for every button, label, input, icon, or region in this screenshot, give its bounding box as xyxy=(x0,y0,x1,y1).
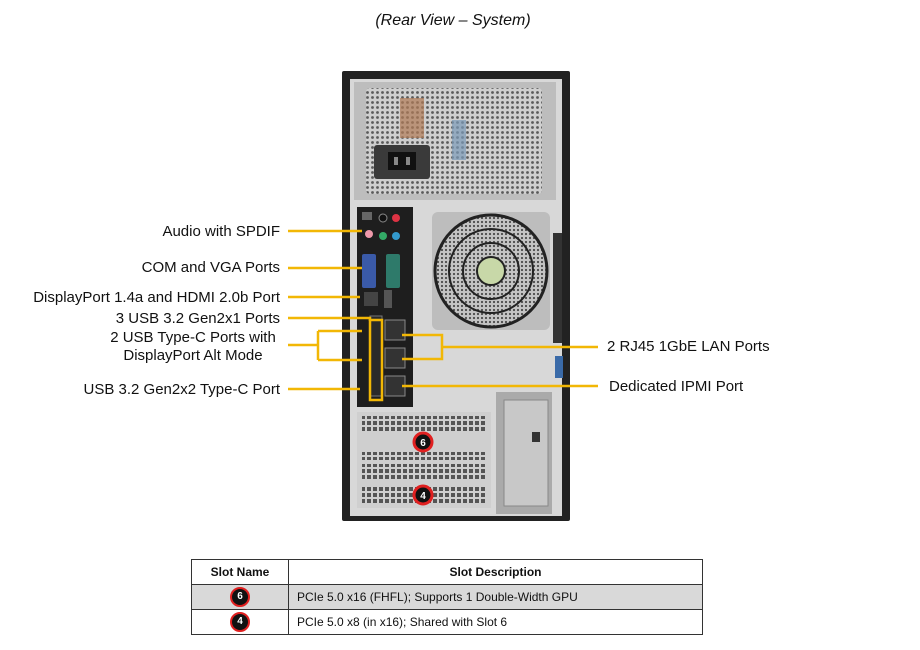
slot-cell: 4 xyxy=(191,609,289,635)
lock-icon xyxy=(532,432,540,442)
usb-ports xyxy=(369,315,383,397)
callout-com-vga: COM and VGA Ports xyxy=(141,259,280,276)
slot-table-header: Slot Name Slot Description xyxy=(191,559,703,585)
slot-marker-4: 4 xyxy=(412,484,434,506)
power-supply xyxy=(354,82,556,200)
slot-description: PCIe 5.0 x16 (FHFL); Supports 1 Double-W… xyxy=(288,584,703,610)
callout-usb-typec: 2 USB Type-C Ports with DisplayPort Alt … xyxy=(100,329,286,365)
callout-usb-gen2x2: USB 3.2 Gen2x2 Type-C Port xyxy=(83,381,281,398)
header-slot-name: Slot Name xyxy=(191,559,289,585)
side-handle xyxy=(553,233,562,343)
callout-lines xyxy=(288,229,598,402)
callout-rj45: 2 RJ45 1GbE LAN Ports xyxy=(607,338,770,355)
header-slot-description: Slot Description xyxy=(288,559,703,585)
fan-icon xyxy=(432,212,550,330)
callout-audio: Audio with SPDIF xyxy=(162,223,280,240)
audio-jacks xyxy=(362,212,400,240)
callout-ipmi: Dedicated IPMI Port xyxy=(609,378,744,395)
slot-badge: 6 xyxy=(230,587,250,607)
com-port xyxy=(386,254,400,288)
hdmi-port xyxy=(384,290,392,308)
figure-title: (Rear View – System) xyxy=(375,12,531,29)
displayport xyxy=(364,292,378,306)
callout-usb-typec-line1: 2 USB Type-C Ports with xyxy=(110,329,276,346)
side-clip xyxy=(555,356,563,378)
rj45-ports xyxy=(384,319,406,397)
vga-port xyxy=(362,254,376,288)
table-row: 6 PCIe 5.0 x16 (FHFL); Supports 1 Double… xyxy=(191,584,703,610)
slot-badge: 4 xyxy=(230,612,250,632)
callout-usb-typec-line2: DisplayPort Alt Mode xyxy=(123,347,263,364)
slot-marker-6: 6 xyxy=(412,431,434,453)
callout-dp-hdmi: DisplayPort 1.4a and HDMI 2.0b Port xyxy=(33,289,280,306)
io-panel xyxy=(357,207,413,407)
callout-usb-gen2x1: 3 USB 3.2 Gen2x1 Ports xyxy=(115,310,280,327)
slot-table: Slot Name Slot Description 6 PCIe 5.0 x1… xyxy=(191,559,703,635)
slot-cell: 6 xyxy=(191,584,289,610)
slot-description: PCIe 5.0 x8 (in x16); Shared with Slot 6 xyxy=(288,609,703,635)
slot-marker-6-label: 6 xyxy=(420,438,426,449)
table-row: 4 PCIe 5.0 x8 (in x16); Shared with Slot… xyxy=(191,609,703,635)
slot-marker-4-label: 4 xyxy=(420,491,426,502)
expansion-area xyxy=(357,392,552,514)
ac-power-inlet-icon xyxy=(374,145,430,179)
